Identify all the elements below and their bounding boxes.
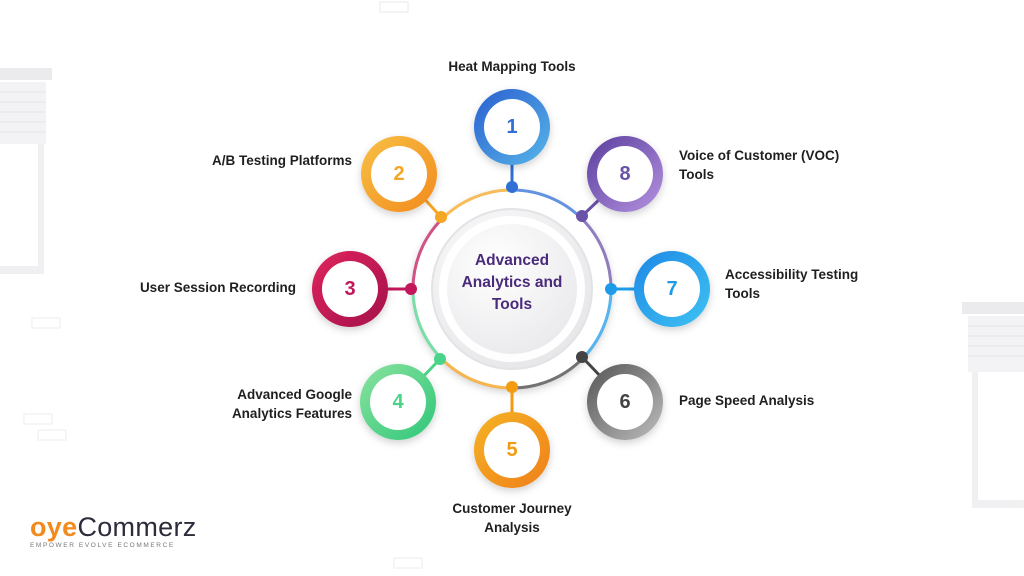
connector-dot-8 <box>576 210 588 222</box>
ring-arc-5 <box>440 357 513 390</box>
ring-arc-1 <box>511 188 584 221</box>
nodes <box>312 89 710 488</box>
node-1-number: 1 <box>506 115 518 138</box>
node-7-number: 7 <box>666 277 678 300</box>
node-4-number: 4 <box>392 390 404 413</box>
connector-dot-4 <box>434 353 446 365</box>
node-2-inner <box>371 146 427 202</box>
logo-commerz-text: Commerz <box>77 512 197 542</box>
ring-arc-2 <box>440 188 513 221</box>
logo-oye-text: oye <box>30 512 78 542</box>
node-4-inner <box>370 374 426 430</box>
node-8-number: 8 <box>619 162 631 185</box>
ring-arc-3 <box>411 217 444 290</box>
node-3-number: 3 <box>344 277 356 300</box>
node-1-label: Heat Mapping Tools <box>448 59 576 74</box>
node-2-label: A/B Testing Platforms <box>211 153 352 168</box>
node-7-label: Accessibility Testing Tools <box>725 267 859 301</box>
connector-dot-3 <box>405 283 417 295</box>
ring-arc-6 <box>511 357 584 390</box>
logo-tagline: EMPOWER EVOLVE ECOMMERCE <box>30 542 175 549</box>
connector-dot-7 <box>605 283 617 295</box>
center-disc <box>431 208 593 370</box>
node-1-inner <box>484 99 540 155</box>
connector-dot-1 <box>506 181 518 193</box>
connector-dot-5 <box>506 381 518 393</box>
node-5-label: Customer Journey Analysis <box>452 501 572 535</box>
connector-dot-2 <box>435 211 447 223</box>
ring-arcs <box>411 188 613 390</box>
center-inner-ring <box>439 216 585 362</box>
ring-arc-4 <box>411 288 444 361</box>
node-4-label: Advanced Google Analytics Features <box>231 387 352 421</box>
node-8-label: Voice of Customer (VOC) Tools <box>679 148 840 182</box>
node-3-inner <box>322 261 378 317</box>
ring-arc-8 <box>580 217 613 290</box>
connector-dot-6 <box>576 351 588 363</box>
node-6-number: 6 <box>619 390 631 413</box>
ring-arc-7 <box>580 288 613 361</box>
node-5-inner <box>484 422 540 478</box>
node-2-number: 2 <box>393 162 405 185</box>
node-6-inner <box>597 374 653 430</box>
center-title: Advanced Analytics and Tools <box>461 252 563 313</box>
oyecommerz-logo: oyeCommerz EMPOWER EVOLVE ECOMMERCE <box>30 512 197 549</box>
node-6-label: Page Speed Analysis <box>679 393 815 408</box>
node-8-inner <box>597 146 653 202</box>
node-3-label: User Session Recording <box>139 280 296 295</box>
node-7-inner <box>644 261 700 317</box>
node-5-number: 5 <box>506 438 518 461</box>
